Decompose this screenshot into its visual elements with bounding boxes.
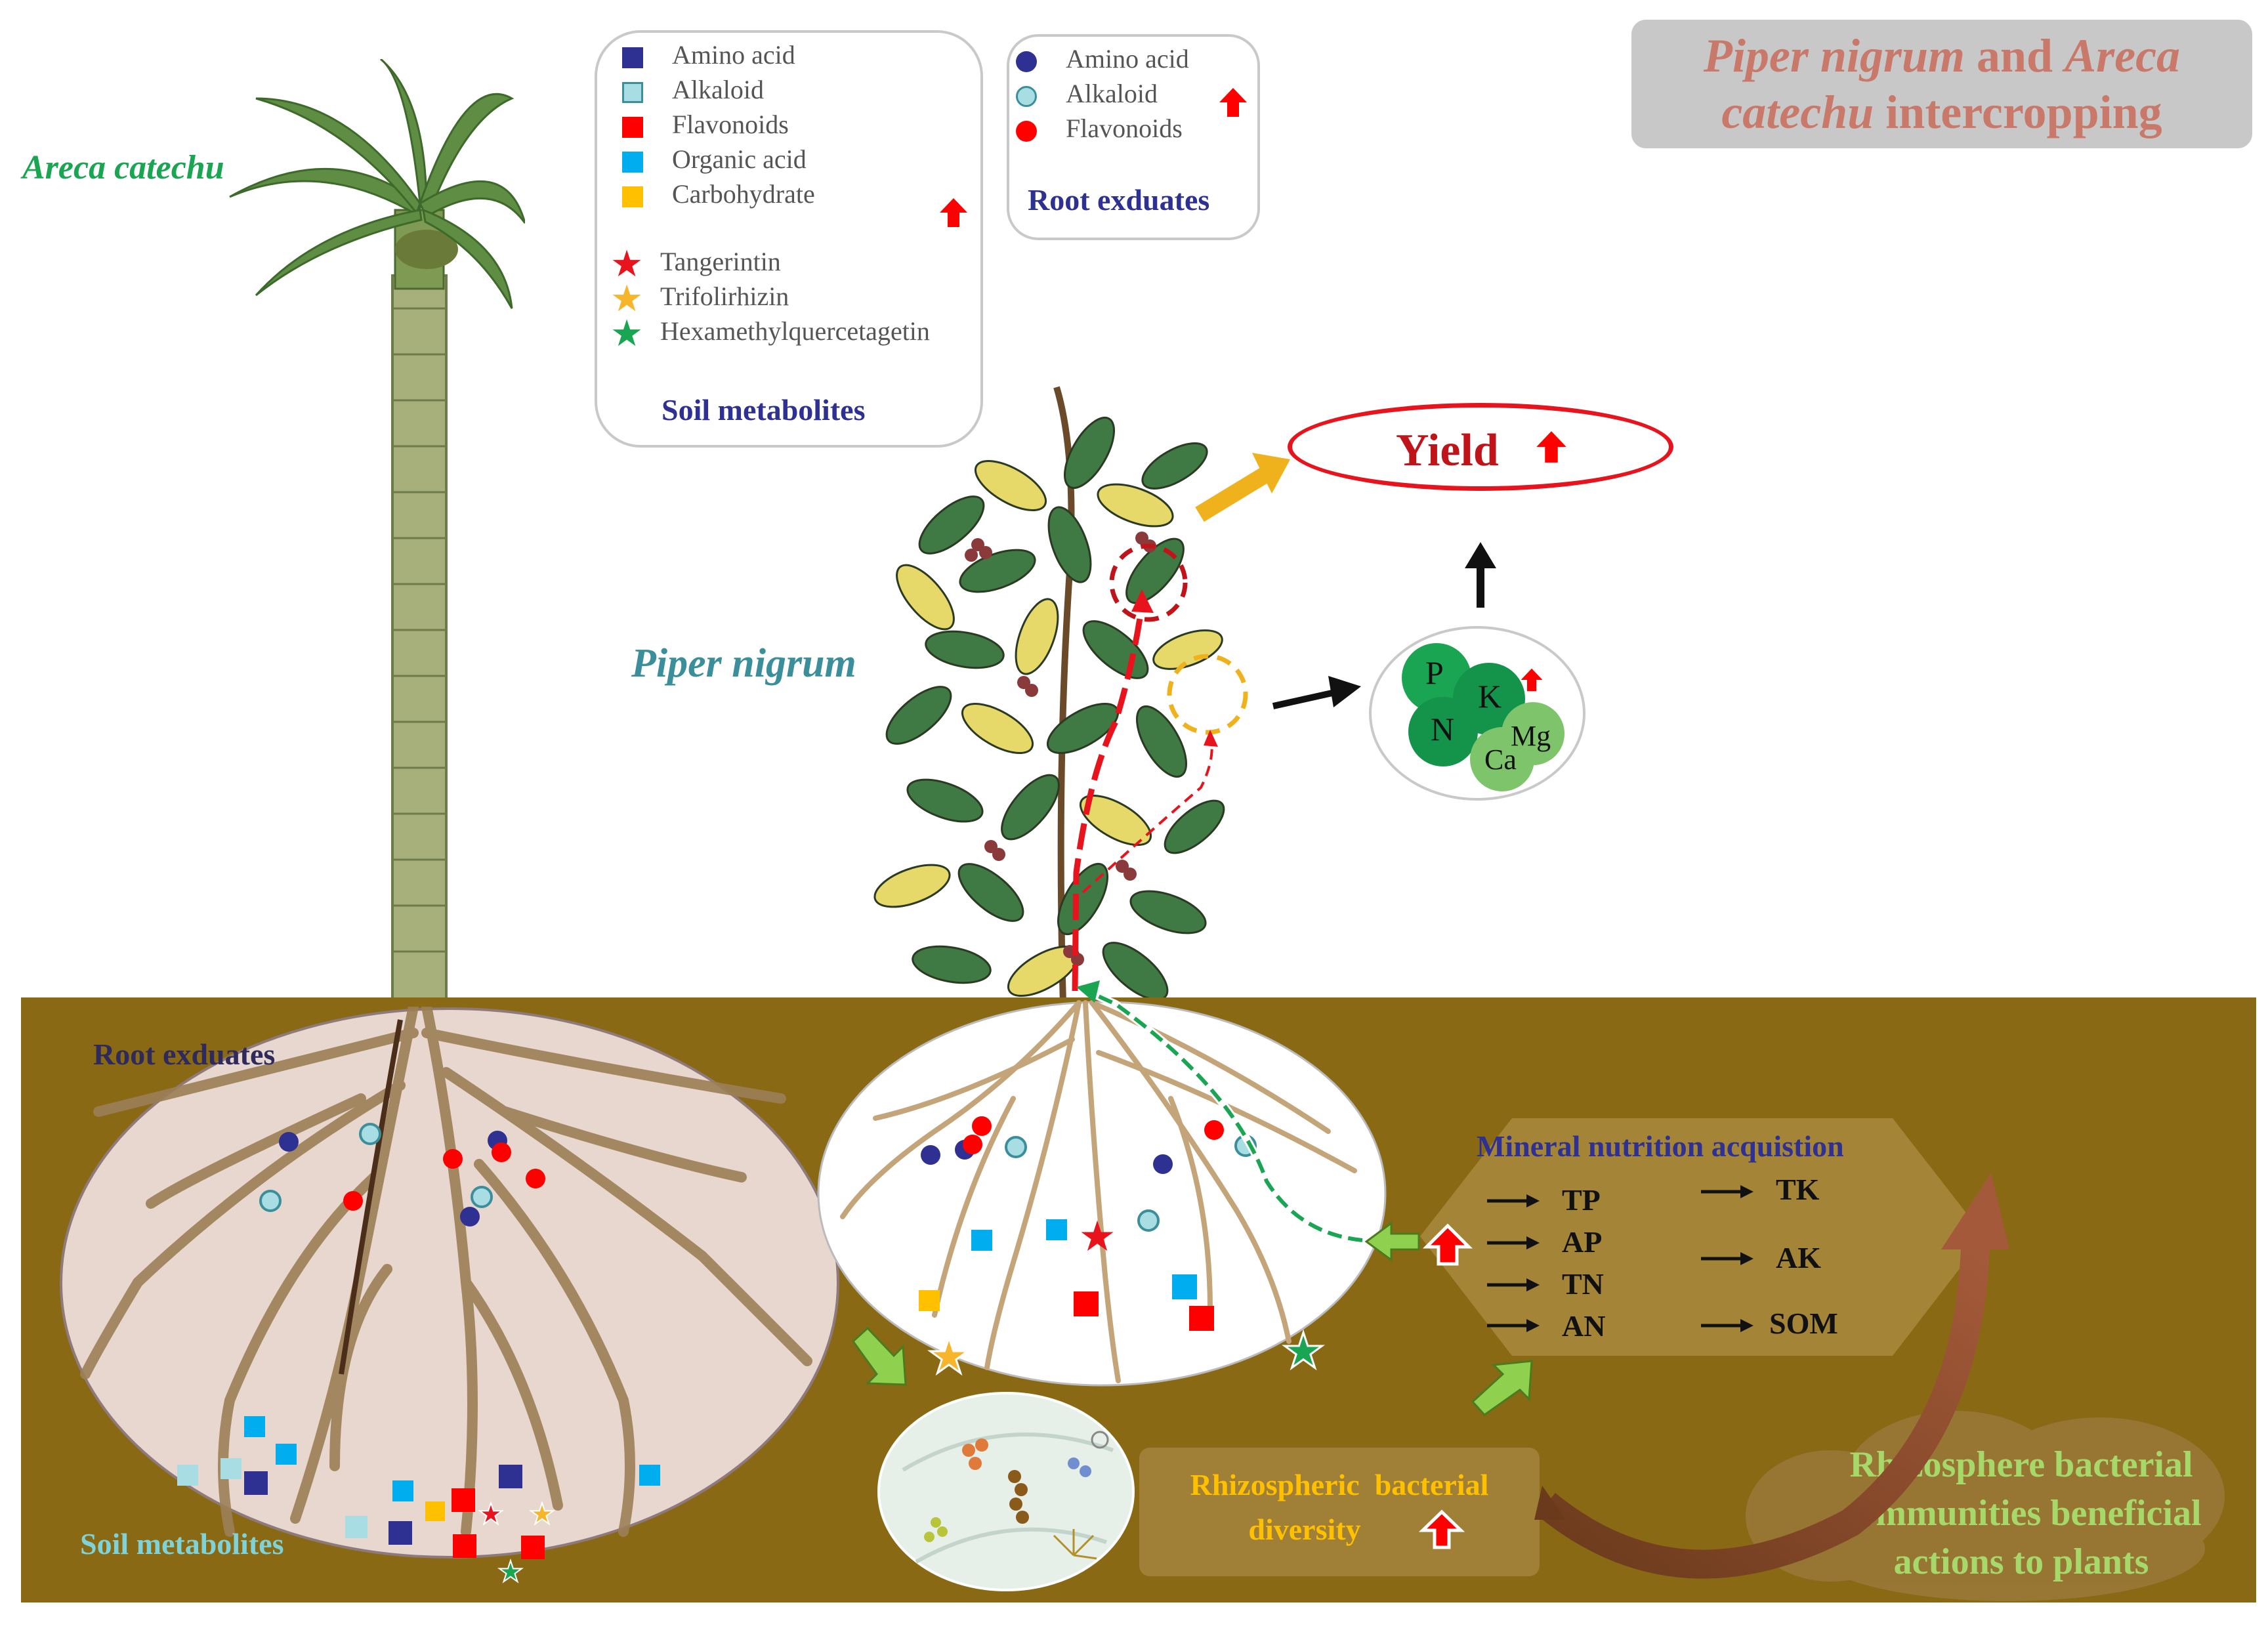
legend-alkaloid: Alkaloid bbox=[622, 74, 764, 105]
legend-organic-acid: Organic acid bbox=[622, 144, 807, 175]
up-arrow-icon bbox=[1219, 88, 1247, 117]
areca-palm-illustration bbox=[229, 59, 525, 1004]
title-species-1: Piper nigrum bbox=[1703, 30, 1965, 82]
legend-amino-acid: Amino acid bbox=[622, 39, 795, 70]
nutrient-k-label: K bbox=[1478, 678, 1502, 715]
flavonoids-square-icon bbox=[622, 116, 643, 138]
legend-organic-acid-label: Organic acid bbox=[672, 144, 807, 174]
nutrient-ca-label: Ca bbox=[1484, 744, 1517, 776]
bacterial-diversity-line1: Rhizospheric bacterial bbox=[1190, 1468, 1489, 1501]
beneficial-line2: communities beneficial bbox=[1841, 1493, 2202, 1534]
yield-ellipse: Yield bbox=[1288, 403, 1673, 491]
legend-re-alkaloid-label: Alkaloid bbox=[1066, 79, 1158, 108]
legend-hexamethylquercetagetin-label: Hexamethylquercetagetin bbox=[660, 316, 930, 346]
soil-metabolites-title: Soil metabolites bbox=[662, 393, 866, 427]
red-star-icon: ★ bbox=[610, 244, 644, 285]
svg-text:★: ★ bbox=[497, 1556, 523, 1588]
beneficial-cloud bbox=[1746, 1411, 2225, 1601]
green-star-icon: ★ bbox=[610, 314, 644, 354]
legend-trifolirhizin-label: Trifolirhizin bbox=[660, 282, 789, 312]
mineral-an: AN bbox=[1562, 1309, 1606, 1343]
mineral-nutrition-title: Mineral nutrition acquistion bbox=[1477, 1129, 1844, 1163]
legend-tangerintin: ★ Tangerintin bbox=[610, 246, 781, 283]
root-exudates-legend: Amino acid Alkaloid Flavonoids Root exdu… bbox=[1007, 34, 1260, 240]
bacterial-diversity-panel bbox=[1139, 1448, 1540, 1576]
amino-acid-circle-icon bbox=[1016, 51, 1037, 72]
up-arrow-icon bbox=[1536, 431, 1566, 463]
mineral-tp: TP bbox=[1562, 1183, 1601, 1217]
piper-nigrum-illustration bbox=[873, 386, 1225, 1004]
legend-re-alkaloid: Alkaloid bbox=[1016, 78, 1158, 109]
mineral-ak: AK bbox=[1776, 1241, 1821, 1274]
svg-text:★: ★ bbox=[529, 1498, 555, 1530]
diagram-title: Piper nigrum and Areca catechu intercrop… bbox=[1631, 20, 2252, 148]
svg-text:★: ★ bbox=[927, 1330, 971, 1384]
carbohydrate-square-icon bbox=[622, 186, 643, 207]
legend-carbohydrate-label: Carbohydrate bbox=[672, 179, 815, 209]
title-and: and bbox=[1977, 30, 2053, 82]
svg-text:★: ★ bbox=[1282, 1325, 1325, 1379]
nutrient-n-label: N bbox=[1431, 711, 1455, 747]
legend-trifolirhizin: ★ Trifolirhizin bbox=[610, 281, 789, 318]
root-exudates-title: Root exduates bbox=[1028, 183, 1210, 217]
flavonoids-circle-icon bbox=[1016, 120, 1037, 142]
nutrient-cluster: P K N Mg Ca bbox=[1369, 626, 1586, 801]
nutrient-mg-label: Mg bbox=[1511, 720, 1551, 752]
mineral-som: SOM bbox=[1769, 1307, 1838, 1340]
legend-flavonoids: Flavonoids bbox=[622, 109, 789, 140]
amino-acid-square-icon bbox=[622, 47, 643, 68]
alkaloid-circle-icon bbox=[1016, 85, 1037, 107]
legend-carbohydrate: Carbohydrate bbox=[622, 178, 815, 209]
nutrient-p-label: P bbox=[1425, 654, 1444, 691]
mineral-ap: AP bbox=[1562, 1225, 1603, 1259]
yield-label: Yield bbox=[1396, 425, 1499, 476]
piper-nigrum-label: Piper nigrum bbox=[631, 641, 856, 686]
areca-catechu-label: Areca catechu bbox=[22, 149, 224, 186]
title-suffix: intercropping bbox=[1885, 86, 2162, 138]
legend-tangerintin-label: Tangerintin bbox=[660, 247, 781, 277]
mineral-tk: TK bbox=[1776, 1173, 1820, 1206]
legend-flavonoids-label: Flavonoids bbox=[672, 110, 789, 139]
yellow-star-icon: ★ bbox=[610, 279, 644, 320]
alkaloid-square-icon bbox=[622, 81, 643, 103]
svg-text:★: ★ bbox=[478, 1498, 503, 1530]
legend-hexamethylquercetagetin: ★ Hexamethylquercetagetin bbox=[610, 316, 930, 352]
soil-metabolites-legend: Amino acid Alkaloid Flavonoids Organic a… bbox=[595, 30, 983, 448]
root-exudates-underground-label: Root exduates bbox=[93, 1037, 276, 1071]
legend-re-amino-acid-label: Amino acid bbox=[1066, 44, 1189, 73]
legend-re-flavonoids: Flavonoids bbox=[1016, 113, 1183, 144]
legend-alkaloid-label: Alkaloid bbox=[672, 75, 764, 104]
organic-acid-square-icon bbox=[622, 151, 643, 173]
soil-metabolites-underground-label: Soil metabolites bbox=[80, 1527, 284, 1561]
nutrient-ca bbox=[1470, 727, 1534, 791]
svg-text:★: ★ bbox=[1078, 1213, 1116, 1260]
mineral-nutrition-panel bbox=[1420, 1118, 1984, 1356]
beneficial-line3: actions to plants bbox=[1893, 1541, 2149, 1582]
up-arrow-icon bbox=[1419, 1509, 1465, 1549]
up-arrow-icon bbox=[1521, 668, 1543, 692]
up-arrow-icon bbox=[940, 198, 967, 227]
bacteria-micrograph bbox=[877, 1392, 1135, 1591]
legend-re-flavonoids-label: Flavonoids bbox=[1066, 114, 1183, 143]
title-species-2b: catechu bbox=[1721, 86, 1874, 138]
title-species-2a: Areca bbox=[2065, 30, 2181, 82]
mineral-tn: TN bbox=[1562, 1267, 1604, 1301]
piper-root-zone bbox=[817, 1000, 1387, 1387]
nutrient-n bbox=[1408, 697, 1478, 766]
bacterial-diversity-line2: diversity bbox=[1248, 1513, 1361, 1546]
legend-re-amino-acid: Amino acid bbox=[1016, 43, 1189, 74]
legend-amino-acid-label: Amino acid bbox=[672, 40, 795, 70]
